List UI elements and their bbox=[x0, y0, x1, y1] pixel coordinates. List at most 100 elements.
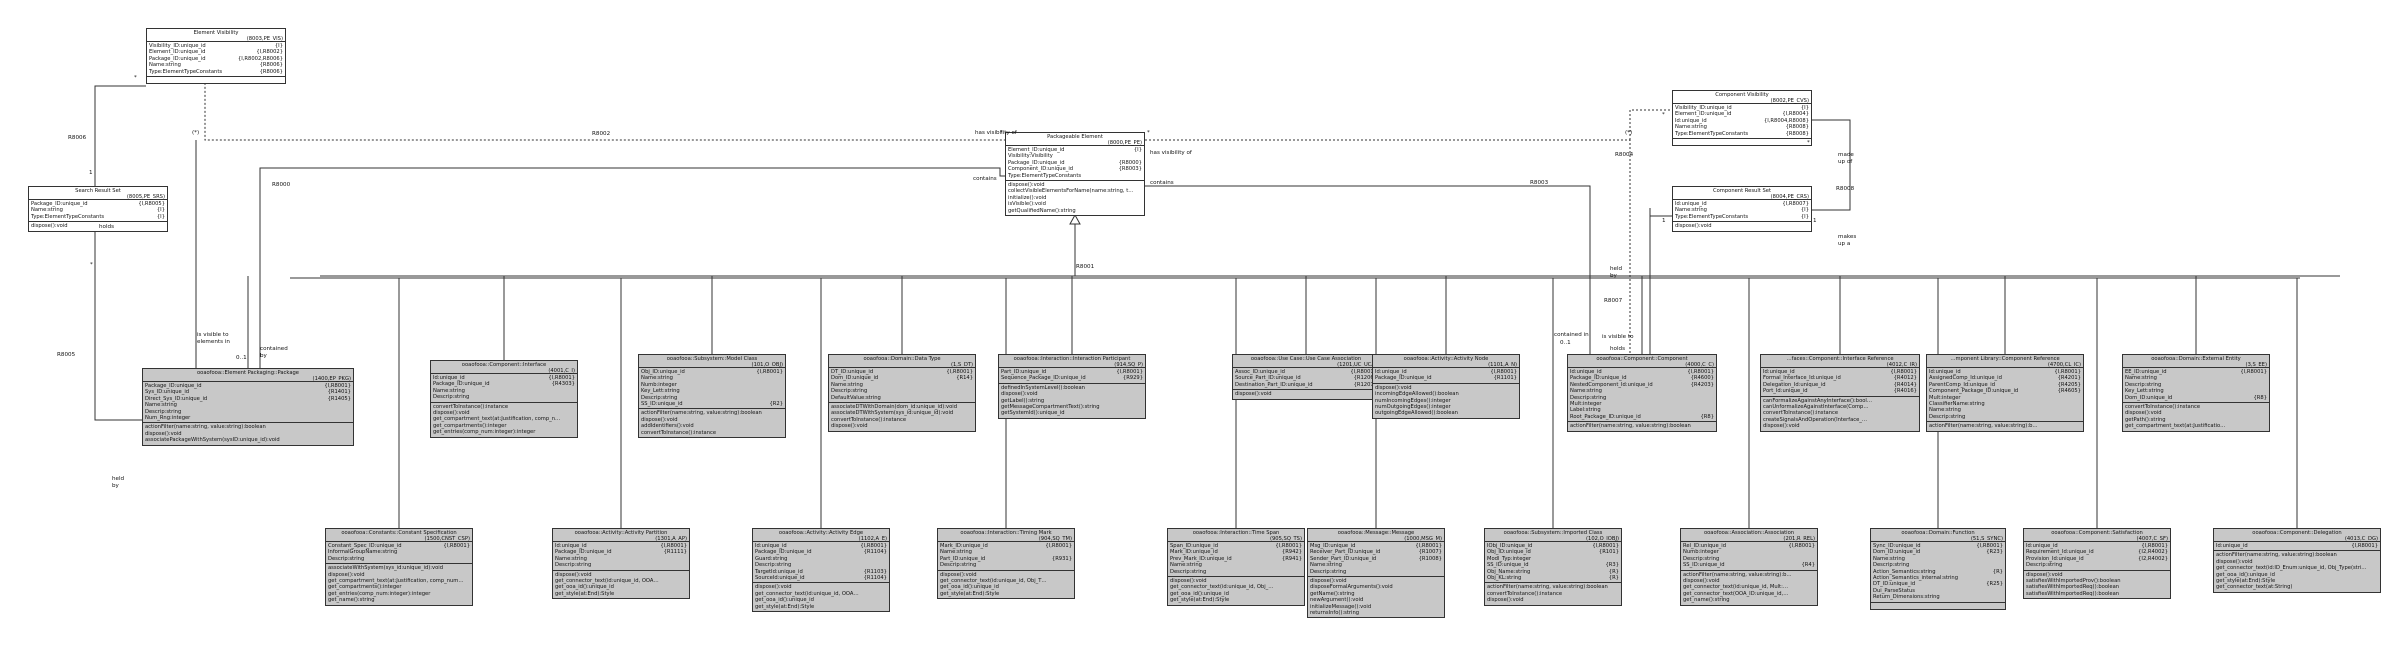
class-name: ooaofooa::Component::Delegation bbox=[2252, 530, 2342, 536]
attribute-identifier: {R4303} bbox=[551, 381, 575, 388]
class-name: ooaofooa::Use Case::Use Case Association bbox=[1250, 356, 1362, 362]
class-header: …faces::Component::Interface Reference(4… bbox=[1761, 355, 1919, 368]
attribute-row: Component_ID:unique_id{R8003} bbox=[1008, 166, 1142, 172]
class-header: Search Result Set(8005,PE_SRS) bbox=[29, 187, 167, 200]
attribute-identifier: {I,R8001} bbox=[860, 543, 887, 549]
class-box-eent[interactable]: ooaofooa::Domain::External Entity(3,S_EE… bbox=[2122, 354, 2270, 432]
class-box-tspan[interactable]: ooaofooa::Interaction::Time Span(905,SQ_… bbox=[1167, 528, 1305, 606]
attribute-row: Name:string{I} bbox=[31, 207, 165, 213]
attribute-identifier: {I,R8001} bbox=[2240, 369, 2267, 375]
attribute-identifier: {I,R8001} bbox=[756, 369, 783, 375]
class-box-dtype[interactable]: ooaofooa::Domain::Data Type(1,S_DT)DT_ID… bbox=[828, 354, 976, 432]
class-key-letters: (1000,MSG_M) bbox=[1404, 536, 1442, 543]
attribute-identifier: {R4} bbox=[1801, 562, 1815, 569]
operation-row: dispose():void bbox=[328, 571, 365, 578]
operation-row: get_style(at:End):Style bbox=[1170, 597, 1230, 604]
attribute-name: Action_Semantics:string bbox=[1873, 568, 1936, 575]
class-name: ooaofooa::Component::Component bbox=[1596, 356, 1688, 362]
class-box-deleg[interactable]: ooaofooa::Component::Delegation(4013,C_D… bbox=[2213, 528, 2381, 593]
attribute-row: Visibility_ID:unique_id{I} bbox=[149, 43, 283, 49]
attribute-compartment: Id:unique_id{I,R8001}Package_ID:unique_i… bbox=[1373, 368, 1519, 384]
attribute-row: Descrip:string bbox=[940, 562, 1072, 568]
attribute-compartment: Id:unique_id{I,R8001}Package_ID:unique_i… bbox=[1568, 368, 1716, 423]
attribute-row: SourceId:unique_id{R1104} bbox=[755, 575, 887, 581]
class-box-comp[interactable]: ooaofooa::Component::Component(4000,C_C)… bbox=[1567, 354, 1717, 432]
attribute-name: Name:string bbox=[831, 381, 863, 388]
class-box-msg[interactable]: ooaofooa::Message::Message(1000,MSG_M)Ms… bbox=[1307, 528, 1445, 619]
class-box-ipart[interactable]: ooaofooa::Interaction::Interaction Parti… bbox=[998, 354, 1146, 419]
class-box-iref[interactable]: …faces::Component::Interface Reference(4… bbox=[1760, 354, 1920, 432]
class-box-cv[interactable]: Component Visibility(8002,PE_CVS)Visibil… bbox=[1672, 90, 1812, 147]
class-box-pkg[interactable]: ooaofooa::Element Packaging::Package(140… bbox=[142, 368, 354, 446]
attribute-identifier: {R8008} bbox=[1785, 130, 1809, 137]
class-box-cref[interactable]: …mponent Library::Component Reference(47… bbox=[1926, 354, 2084, 432]
attribute-name: SS_ID:unique_id bbox=[1487, 562, 1529, 569]
class-box-aedge[interactable]: ooaofooa::Activity::Activity Edge(1102,A… bbox=[752, 528, 890, 613]
class-box-iclass[interactable]: ooaofooa::Subsystem::Imported Class(102,… bbox=[1484, 528, 1622, 606]
attribute-name: Name:string bbox=[1873, 555, 1905, 562]
attribute-compartment: Visibility_ID:unique_id{I}Element_ID:uni… bbox=[1673, 104, 1811, 140]
class-box-pe[interactable]: Packageable Element(8000,PE_PE)Element_I… bbox=[1005, 132, 1145, 217]
association-label: * bbox=[1147, 130, 1150, 136]
class-name: Packageable Element bbox=[1047, 134, 1103, 140]
attribute-name: Descrip:string bbox=[1683, 555, 1720, 562]
attribute-compartment: Id:unique_id{I,R8001} bbox=[2214, 542, 2380, 552]
class-name: ooaofooa::Message::Message bbox=[1337, 530, 1415, 536]
class-header: ooaofooa::Constants::Constant Specificat… bbox=[326, 529, 472, 542]
operation-row: numIncomingEdges():integer bbox=[1375, 397, 1451, 404]
class-box-assoc[interactable]: ooaofooa::Association::Association(201,R… bbox=[1680, 528, 1818, 606]
attribute-row: Descrip:string bbox=[2026, 562, 2168, 568]
attribute-name: Receiver_Part_ID:unique_id bbox=[1310, 549, 1381, 556]
attribute-compartment: Constant_Spec_ID:unique_id{I,R8001}Infor… bbox=[326, 542, 472, 565]
attribute-identifier: {I} bbox=[1800, 213, 1809, 220]
attribute-name: Descrip:string bbox=[1170, 568, 1207, 575]
attribute-identifier: {R8006} bbox=[259, 68, 283, 75]
attribute-row: EE_ID:unique_id{I,R8001} bbox=[2125, 369, 2267, 375]
class-box-anode[interactable]: ooaofooa::Activity::Activity Node(1101,A… bbox=[1372, 354, 1520, 419]
attribute-name: Direct_Sys_ID:unique_id bbox=[145, 395, 208, 402]
attribute-name: Span_ID:unique_id bbox=[1170, 543, 1219, 549]
association-r8005 bbox=[94, 216, 142, 421]
association-label: up of bbox=[1838, 159, 1853, 165]
class-box-func[interactable]: ooaofooa::Domain::Function(51,S_SYNC)Syn… bbox=[1870, 528, 2006, 610]
class-box-srs[interactable]: Search Result Set(8005,PE_SRS)Package_ID… bbox=[28, 186, 168, 232]
attribute-row: Name:string bbox=[433, 388, 575, 394]
attribute-name: Sender_Part_ID:unique_id bbox=[1310, 555, 1377, 562]
attribute-identifier: {I,R8001} bbox=[1116, 369, 1143, 375]
association-label: R8007 bbox=[1604, 298, 1623, 304]
attribute-row: DT_ID:unique_id{R25} bbox=[1873, 581, 2003, 587]
class-header: ooaofooa::Use Case::Use Case Association… bbox=[1233, 355, 1379, 368]
class-box-apart[interactable]: ooaofooa::Activity::Activity Partition(1… bbox=[552, 528, 690, 600]
association-label: R8003 bbox=[1530, 180, 1549, 186]
class-box-ev[interactable]: Element Visibility(8003,PE_VIS)Visibilit… bbox=[146, 28, 286, 85]
attribute-name: Id:unique_id bbox=[1570, 369, 1602, 375]
operation-row: createSignalsAndOperation(Interface_… bbox=[1763, 416, 1868, 423]
attribute-row: Sync_ID:unique_id{I,R8001} bbox=[1873, 543, 2003, 549]
attribute-row: Dom_ID:unique_id{R8} bbox=[2125, 395, 2267, 401]
class-box-ucassoc[interactable]: ooaofooa::Use Case::Use Case Association… bbox=[1232, 354, 1380, 400]
attribute-row: Mark_ID:unique_id{R942} bbox=[1170, 549, 1302, 555]
attribute-name: Num_Rng:integer bbox=[145, 415, 191, 422]
class-box-mclass[interactable]: ooaofooa::Subsystem::Model Class(101,O_O… bbox=[638, 354, 786, 439]
class-box-iface[interactable]: ooaofooa::Component::Interface(4001,C_I)… bbox=[430, 360, 578, 438]
attribute-identifier: {R3} bbox=[1605, 562, 1619, 569]
class-name: Search Result Set bbox=[75, 188, 121, 194]
class-box-tmark[interactable]: ooaofooa::Interaction::Timing Mark(904,S… bbox=[937, 528, 1075, 600]
class-header: ooaofooa::Component::Satisfaction(4007,C… bbox=[2024, 529, 2170, 542]
association-label: R8006 bbox=[68, 135, 87, 141]
attribute-name: Descrip:string bbox=[1310, 568, 1347, 575]
class-box-sat[interactable]: ooaofooa::Component::Satisfaction(4007,C… bbox=[2023, 528, 2171, 600]
class-name: ooaofooa::Interaction::Time Span bbox=[1192, 530, 1280, 536]
class-box-crs[interactable]: Component Result Set(8004,PE_CRS)Id:uniq… bbox=[1672, 186, 1812, 232]
attribute-name: Name:string bbox=[145, 402, 177, 409]
association-label: contained bbox=[260, 346, 288, 352]
attribute-compartment: Element_ID:unique_id{I}Visibility:Visibi… bbox=[1006, 146, 1144, 182]
attribute-name: Type:ElementTypeConstants bbox=[1675, 213, 1749, 220]
attribute-row: NestedComponent_Id:unique_id{R4203} bbox=[1570, 382, 1714, 388]
attribute-name: SourceId:unique_id bbox=[755, 575, 805, 582]
association-label: contained in bbox=[1554, 332, 1589, 338]
class-box-cspec[interactable]: ooaofooa::Constants::Constant Specificat… bbox=[325, 528, 473, 606]
